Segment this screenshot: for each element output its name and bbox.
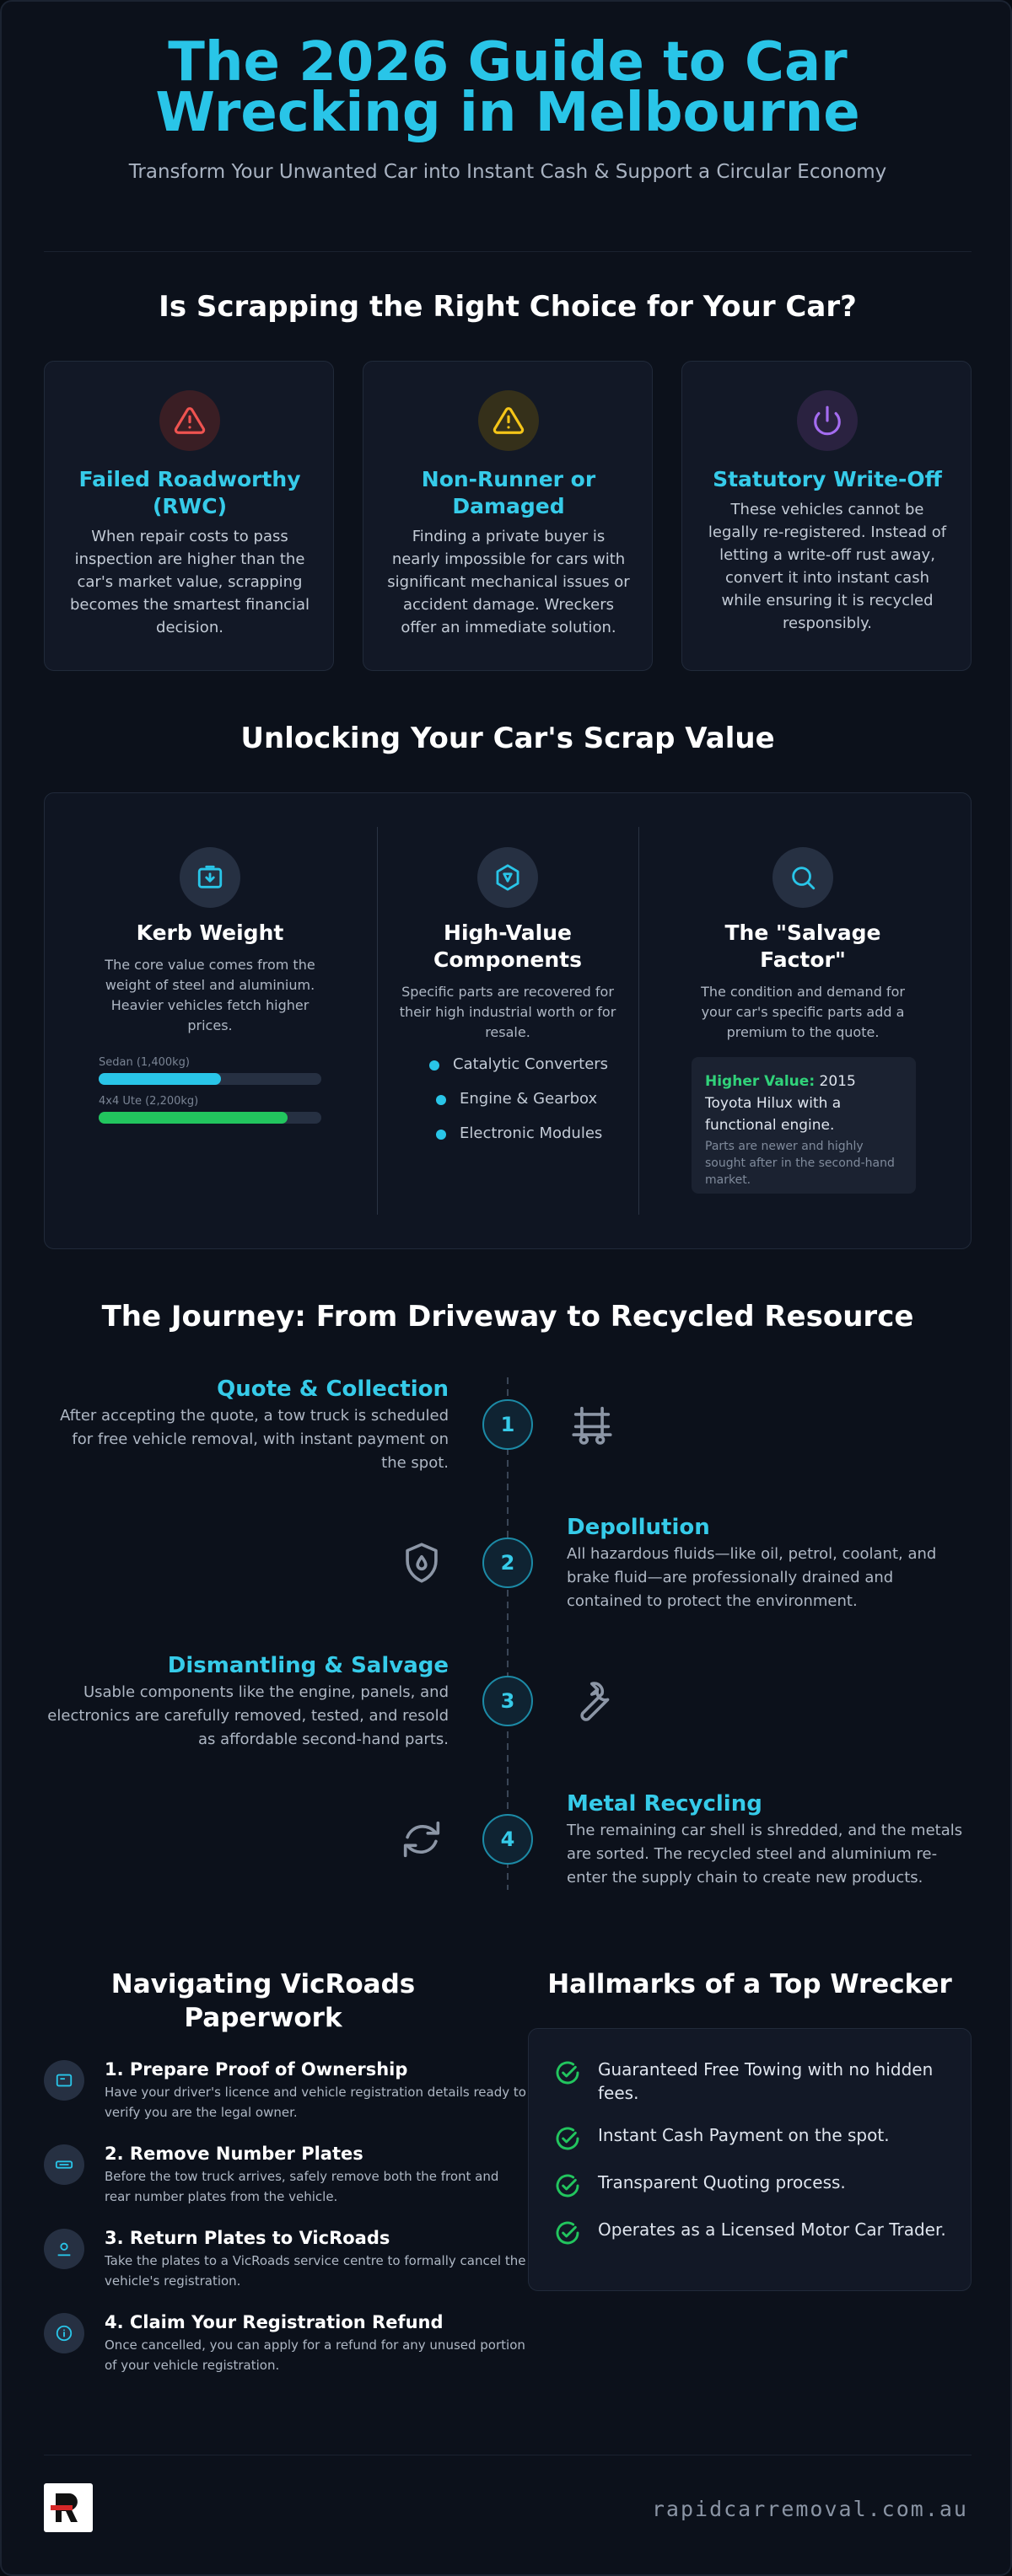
hero-header: The 2026 Guide to Car Wrecking in Melbou… (2, 2, 1010, 255)
weight-bar-sedan (99, 1073, 321, 1085)
step-text: After accepting the quote, a tow truck i… (60, 1407, 449, 1472)
list-item: Engine & Gearbox (436, 1091, 608, 1108)
choice-card-text: When repair costs to pass inspection are… (69, 528, 310, 636)
step-title: Quote & Collection (217, 1377, 449, 1402)
wrench-icon (562, 1671, 622, 1731)
scale-icon (180, 847, 240, 908)
divider (377, 827, 378, 1215)
logo-mark-icon (51, 2493, 78, 2522)
brand-logo (44, 2483, 93, 2532)
step-number: 4 (482, 1814, 533, 1865)
kerb-weight-text: The core value comes from the weight of … (105, 957, 315, 1033)
page-title: The 2026 Guide to Car Wrecking in Melbou… (155, 31, 860, 144)
divider (638, 827, 639, 1215)
step-text: Usable components like the engine, panel… (47, 1683, 449, 1748)
info-icon (44, 2313, 84, 2353)
page-subtitle: Transform Your Unwanted Car into Instant… (128, 161, 887, 183)
number-plate-icon (44, 2144, 84, 2185)
bullet-icon (436, 1095, 446, 1105)
choice-card-write-off: Statutory Write-Off These vehicles canno… (681, 361, 972, 671)
step-text: All hazardous fluids—like oil, petrol, c… (567, 1545, 937, 1610)
website-link[interactable]: rapidcarremoval.com.au (651, 2497, 968, 2521)
check-circle-icon (556, 2221, 579, 2245)
paperwork-step-title: 2. Remove Number Plates (105, 2144, 363, 2164)
higher-value-text: 2015 Toyota Hilux with a functional engi… (705, 1073, 856, 1134)
choice-card-rwc: Failed Roadworthy (RWC) When repair cost… (44, 361, 334, 671)
step-number: 2 (482, 1538, 533, 1588)
check-circle-icon (556, 2127, 579, 2150)
check-circle-icon (556, 2061, 579, 2085)
bar-label-sedan: Sedan (1,400kg) (99, 1056, 190, 1069)
warning-icon (478, 390, 539, 451)
divider (44, 251, 972, 252)
bar-label-ute: 4x4 Ute (2,200kg) (99, 1095, 199, 1108)
power-icon (797, 390, 858, 451)
paperwork-step: 4. Claim Your Registration Refund Once c… (44, 2311, 525, 2379)
kerb-weight-title: Kerb Weight (136, 920, 284, 945)
choice-card-text: These vehicles cannot be legally re-regi… (708, 501, 947, 632)
engine-icon (477, 847, 538, 908)
id-card-icon (44, 2060, 84, 2101)
choice-card-title: Non-Runner or Damaged (421, 467, 596, 518)
choice-card-non-runner: Non-Runner or Damaged Finding a private … (363, 361, 653, 671)
salvage-note: Parts are newer and highly sought after … (705, 1140, 895, 1187)
list-item: Electronic Modules (436, 1125, 608, 1142)
journey-section-title: The Journey: From Driveway to Recycled R… (101, 1300, 914, 1334)
paperwork-step: 2. Remove Number Plates Before the tow t… (44, 2143, 498, 2210)
bullet-icon (429, 1060, 439, 1071)
search-icon (772, 847, 833, 908)
paperwork-title: Navigating VicRoads Paperwork (110, 1969, 416, 2033)
paperwork-step-text: Have your driver's licence and vehicle r… (105, 2085, 526, 2120)
components-text: Specific parts are recovered for their h… (399, 984, 616, 1040)
salvage-example-box: Higher Value: 2015 Toyota Hilux with a f… (692, 1057, 916, 1194)
components-title: High-Value Components (433, 920, 583, 972)
weight-bar-fill (99, 1073, 222, 1085)
step-number: 1 (482, 1399, 533, 1450)
step-title: Metal Recycling (567, 1791, 762, 1817)
value-section-title: Unlocking Your Car's Scrap Value (240, 722, 775, 755)
list-item: Catalytic Converters (429, 1056, 608, 1073)
salvage-column: The "Salvage Factor" The condition and d… (647, 793, 959, 1248)
choice-card-title: Statutory Write-Off (713, 467, 942, 491)
step-title: Dismantling & Salvage (167, 1653, 449, 1678)
paperwork-step: 1. Prepare Proof of Ownership Have your … (44, 2058, 526, 2126)
choice-section-title: Is Scrapping the Right Choice for Your C… (159, 290, 857, 324)
higher-value-label: Higher Value: (705, 1073, 816, 1090)
paperwork-step-text: Take the plates to a VicRoads service ce… (105, 2253, 526, 2289)
components-column: High-Value Components Specific parts are… (385, 793, 630, 1248)
step-title: Depollution (567, 1515, 710, 1540)
salvage-text: The condition and demand for your car's … (701, 984, 905, 1040)
warning-icon (159, 390, 220, 451)
paperwork-step-title: 4. Claim Your Registration Refund (105, 2312, 444, 2332)
hallmarks-card: Guaranteed Free Towing with no hidden fe… (528, 2028, 972, 2291)
user-icon (44, 2229, 84, 2269)
weight-bar-fill (99, 1112, 288, 1124)
recycle-icon (391, 1809, 452, 1870)
choice-card-text: Finding a private buyer is nearly imposs… (387, 528, 630, 636)
kerb-weight-column: Kerb Weight The core value comes from th… (78, 793, 342, 1248)
paperwork-step-title: 3. Return Plates to VicRoads (105, 2228, 390, 2248)
weight-bar-ute (99, 1112, 321, 1124)
step-number: 3 (482, 1676, 533, 1726)
check-circle-icon (556, 2174, 579, 2198)
paperwork-step: 3. Return Plates to VicRoads Take the pl… (44, 2227, 525, 2294)
paperwork-step-title: 1. Prepare Proof of Ownership (105, 2059, 408, 2080)
paperwork-step-text: Once cancelled, you can apply for a refu… (105, 2337, 525, 2373)
shield-icon (391, 1532, 452, 1593)
components-list: Catalytic Converters Engine & Gearbox El… (429, 1056, 608, 1160)
salvage-title: The "Salvage Factor" (724, 920, 881, 972)
paperwork-step-text: Before the tow truck arrives, safely rem… (105, 2169, 499, 2204)
timeline-line (507, 1377, 509, 1890)
choice-card-title: Failed Roadworthy (RWC) (78, 467, 301, 518)
tow-truck-icon (562, 1394, 622, 1455)
bullet-icon (436, 1130, 446, 1140)
hallmarks-title: Hallmarks of a Top Wrecker (547, 1969, 952, 1999)
step-text: The remaining car shell is shredded, and… (567, 1822, 963, 1886)
